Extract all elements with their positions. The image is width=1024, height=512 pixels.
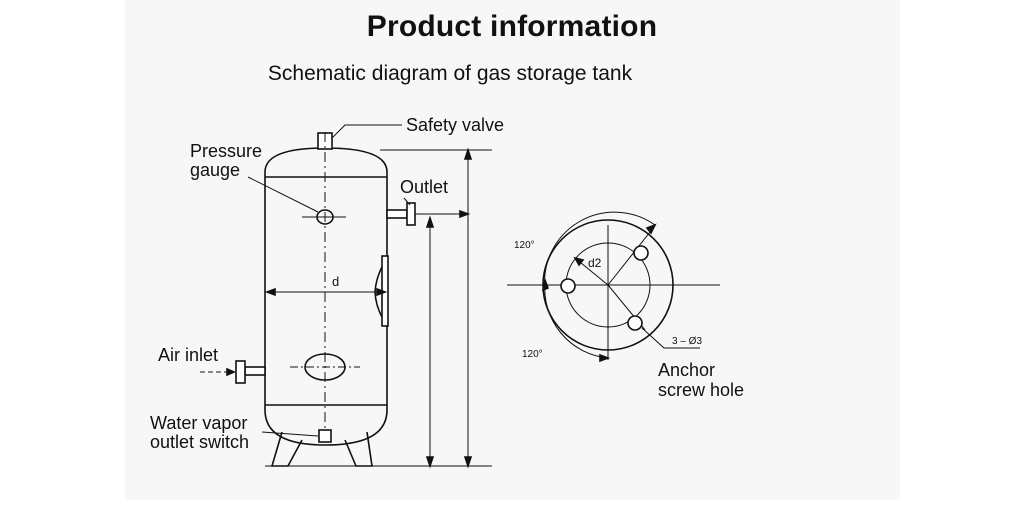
page-title: Product information xyxy=(366,10,658,43)
angle-arrow-top xyxy=(541,277,550,292)
diameter-arrow-right xyxy=(376,287,388,297)
outlet-height-arrow-top xyxy=(425,215,435,228)
outlet-nozzle xyxy=(386,209,408,219)
pressure-gauge-label-line1: Pressure xyxy=(190,141,262,161)
pressure-gauge-label-line2: gauge xyxy=(190,160,240,180)
d2-arrow xyxy=(573,256,585,267)
diameter-label: d xyxy=(332,274,339,289)
bolt-radius-1 xyxy=(607,231,651,286)
anchor-hole-left xyxy=(560,278,576,294)
overall-height-arrow-top xyxy=(463,147,473,160)
air-inlet-arrow xyxy=(226,367,237,377)
air-inlet-flange xyxy=(235,360,246,384)
d2-label: d2 xyxy=(588,256,602,270)
angle-top-label: 120° xyxy=(514,240,535,251)
angle-arrow-right xyxy=(645,223,657,235)
outlet-label: Outlet xyxy=(400,177,448,197)
anchor-hole-top xyxy=(633,245,649,261)
outlet-flange xyxy=(406,202,416,226)
holes-leader xyxy=(641,327,700,349)
water-vapor-label-line1: Water vapor xyxy=(150,413,247,433)
page-subtitle: Schematic diagram of gas storage tank xyxy=(267,62,633,85)
anchor-label-line2: screw hole xyxy=(658,380,744,400)
angle-arc-top xyxy=(544,211,656,291)
safety-valve-label: Safety valve xyxy=(406,115,504,135)
pressure-gauge-leader xyxy=(247,176,319,213)
water-vapor-label-line2: outlet switch xyxy=(150,432,249,452)
holes-label: 3 – Ø3 xyxy=(672,336,702,347)
air-inlet-label: Air inlet xyxy=(158,345,218,365)
diagram-background xyxy=(125,0,900,500)
overall-height-arrow-bottom xyxy=(463,456,473,469)
safety-valve-leader xyxy=(331,124,402,139)
outlet-extension-arrow xyxy=(459,209,471,219)
tank-leg-left xyxy=(270,431,303,467)
anchor-label-line1: Anchor xyxy=(658,360,715,380)
outlet-height-arrow-bottom xyxy=(425,456,435,469)
outlet-leader xyxy=(403,197,411,206)
anchor-hole-bottom xyxy=(627,315,643,331)
diameter-arrow-left xyxy=(264,287,276,297)
angle-bottom-label: 120° xyxy=(522,349,543,360)
water-vapor-leader xyxy=(261,431,319,437)
tank-shell xyxy=(264,147,388,446)
tank-leg-right xyxy=(344,431,373,467)
angle-arrow-bottom xyxy=(599,353,611,363)
air-inlet-nozzle xyxy=(244,366,266,376)
drain-nozzle xyxy=(318,429,332,443)
angle-arc-bottom xyxy=(544,281,609,359)
